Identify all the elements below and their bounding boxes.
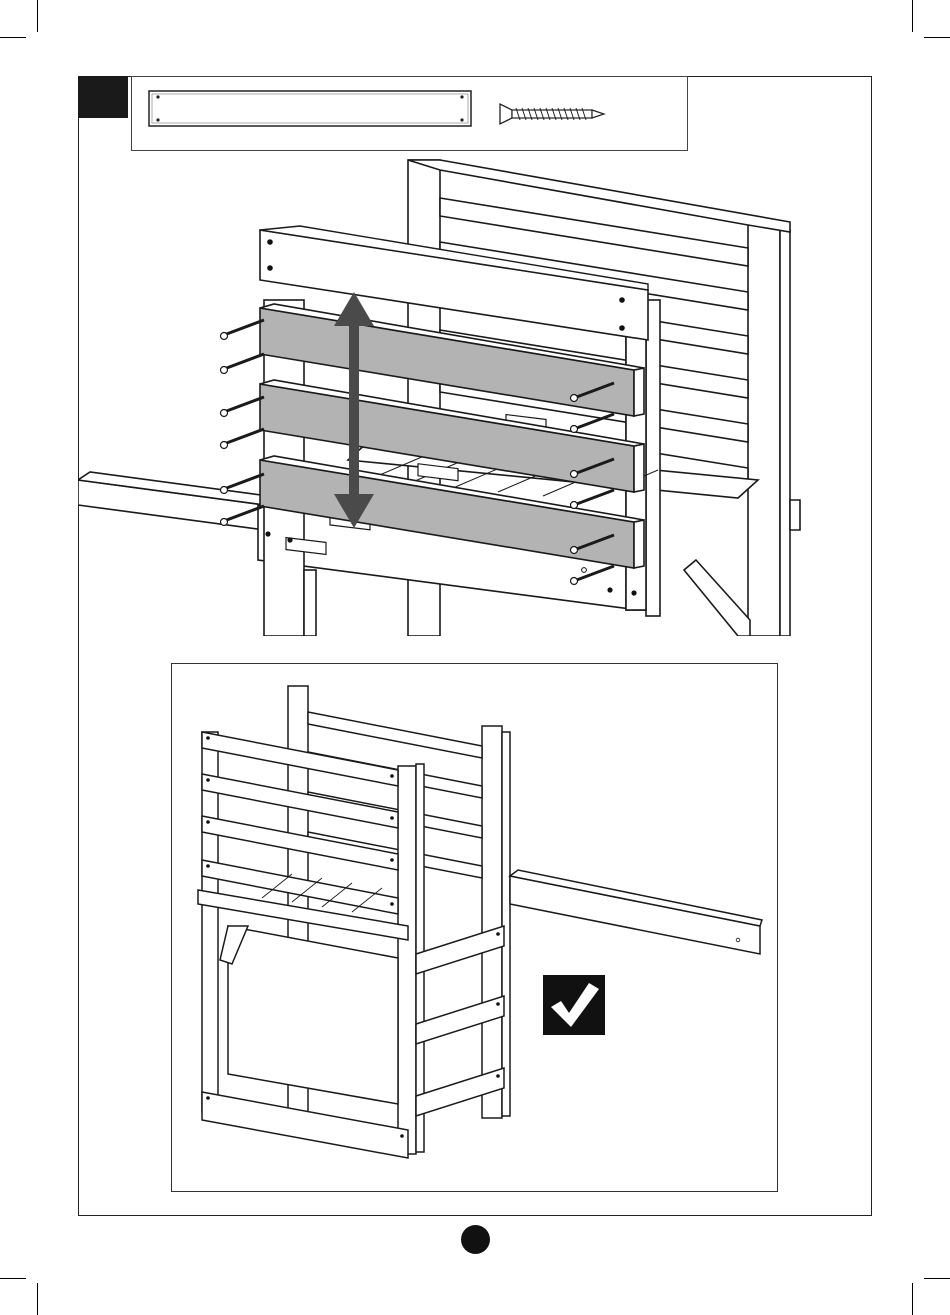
main-assembly-drawing: [78, 150, 872, 636]
main-assembly-illustration: [78, 150, 872, 636]
crop-mark-top-left-v: [37, 0, 38, 32]
check-mark-icon: [543, 975, 605, 1035]
completed-view-inset: [171, 663, 778, 1192]
step-number-badge: [78, 76, 128, 118]
crop-mark-bottom-left-h: [0, 1278, 26, 1279]
page-number-badge: [461, 1225, 490, 1254]
completed-assembly-drawing: [172, 664, 779, 1193]
parts-list: [131, 76, 688, 151]
crop-mark-bottom-right-h: [924, 1278, 950, 1279]
crop-mark-top-right-h: [924, 37, 950, 38]
screw-icon: [500, 104, 604, 124]
crop-mark-bottom-right-v: [912, 1283, 913, 1315]
crop-mark-bottom-left-v: [37, 1283, 38, 1315]
crop-mark-top-left-h: [0, 37, 26, 38]
long-board-part: [149, 91, 471, 126]
parts-list-drawing: [132, 77, 689, 152]
crop-mark-top-right-v: [912, 0, 913, 32]
check-mark-badge: [543, 975, 605, 1035]
